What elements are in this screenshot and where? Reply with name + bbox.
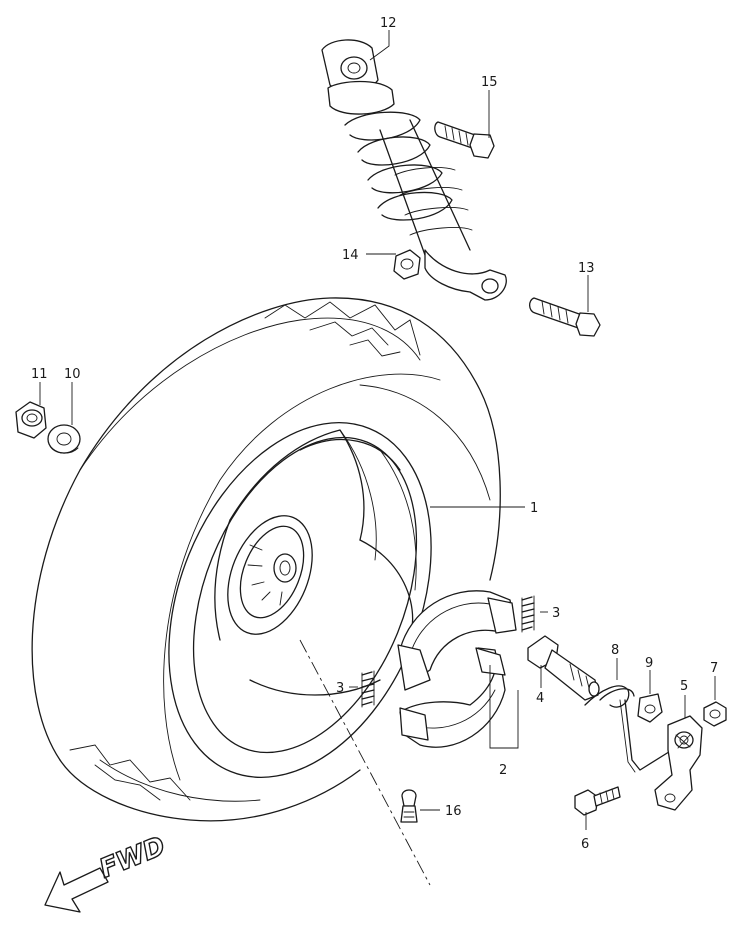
nut-11 <box>15 401 47 439</box>
brake-shoe-set <box>397 590 519 749</box>
rear-shock-absorber <box>321 39 507 301</box>
callout-8: 8 <box>611 643 619 658</box>
bolt-15 <box>434 121 495 159</box>
fwd-label: FWD <box>95 831 169 884</box>
callout-13: 13 <box>578 261 595 276</box>
callout-2: 2 <box>499 763 507 778</box>
rear-wheel-tire <box>31 297 501 822</box>
callout-14: 14 <box>342 248 359 263</box>
nut-14 <box>393 249 421 280</box>
bolt-6 <box>574 786 621 816</box>
callout-6: 6 <box>581 837 589 852</box>
callout-3-upper: 3 <box>552 606 560 621</box>
callout-labels: 1 2 3 3 4 5 6 7 8 9 10 11 12 13 14 15 16… <box>31 16 718 885</box>
callout-11: 11 <box>31 367 48 382</box>
callout-5: 5 <box>680 679 688 694</box>
callout-10: 10 <box>64 367 81 382</box>
callout-15: 15 <box>481 75 498 90</box>
nut-7 <box>703 701 727 727</box>
axle-center-line <box>299 639 431 886</box>
wear-indicator-9 <box>637 693 663 723</box>
callout-12: 12 <box>380 16 397 31</box>
brake-arm-5 <box>654 715 703 811</box>
callout-3-lower: 3 <box>336 681 344 696</box>
callout-1: 1 <box>530 501 538 516</box>
brake-spring-upper <box>521 595 535 633</box>
brake-camshaft <box>527 635 600 701</box>
leader-lines <box>39 30 716 830</box>
forward-direction-arrow <box>44 867 109 913</box>
grease-nipple-16 <box>400 789 418 823</box>
brake-spring-lower <box>361 670 375 708</box>
washer-10 <box>47 424 81 454</box>
callout-4: 4 <box>536 691 544 706</box>
callout-7: 7 <box>710 661 718 676</box>
return-spring-8 <box>584 685 673 773</box>
callout-16: 16 <box>445 804 462 819</box>
bolt-13 <box>528 297 601 337</box>
rear-wheel-rim <box>168 422 432 778</box>
callout-9: 9 <box>645 656 653 671</box>
